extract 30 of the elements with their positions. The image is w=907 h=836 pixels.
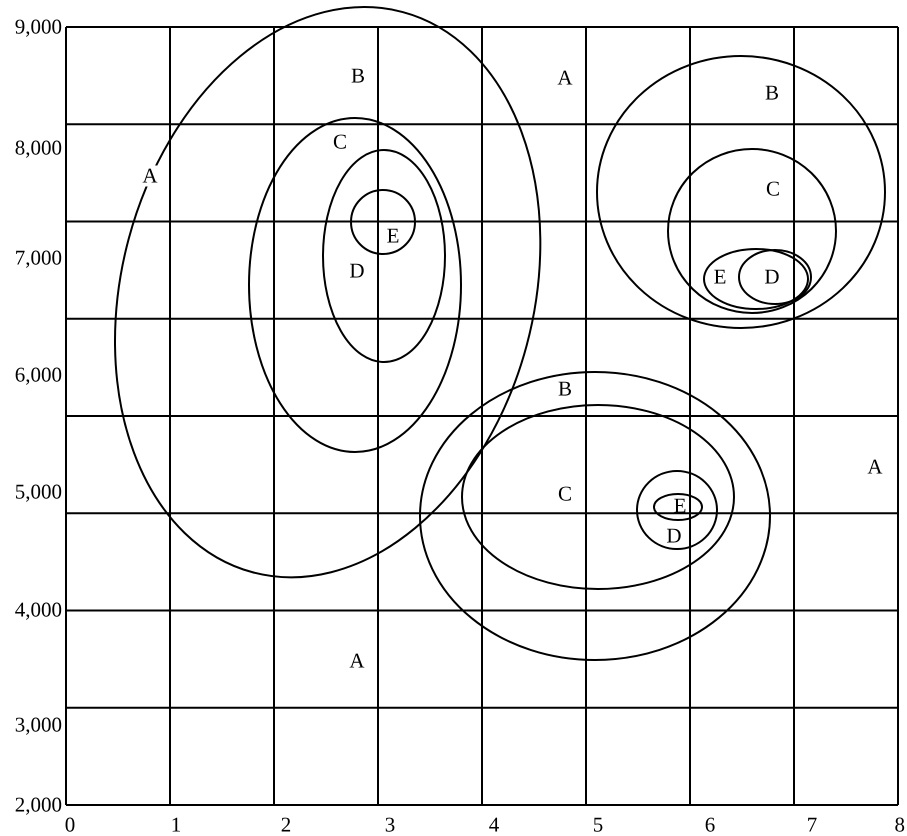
zone-label: C <box>558 484 572 504</box>
axis-tick-label: 2,000 <box>14 794 62 816</box>
zone-label: E <box>674 496 686 516</box>
zone-label: C <box>766 178 780 200</box>
axis-tick-label: 6 <box>704 814 716 836</box>
zone-label: B <box>765 82 779 104</box>
axis-tick-label: 8 <box>894 814 905 836</box>
zone-label: C <box>332 131 347 152</box>
axis-tick-label: 0 <box>64 814 76 836</box>
axis-tick-label: 6,000 <box>14 364 62 386</box>
axis-tick-label: 4 <box>488 814 500 836</box>
zone-label: D <box>764 266 780 288</box>
axis-tick-label: 4,000 <box>14 600 62 620</box>
axis-tick-label: 3 <box>384 814 396 836</box>
axis-tick-label: 2 <box>280 814 292 836</box>
axis-tick-label: 8,000 <box>14 138 62 158</box>
axis-tick-label: 5,000 <box>14 482 62 502</box>
axis-tick-label: 3,000 <box>14 714 62 736</box>
zone-label: B <box>350 65 365 86</box>
axis-tick-label: 7,000 <box>14 248 62 268</box>
axis-tick-label: 1 <box>170 814 182 836</box>
zone-label: E <box>386 225 400 246</box>
zone-label: B <box>558 378 572 400</box>
zone-label: D <box>349 260 365 282</box>
axis-tick-label: 7 <box>806 814 818 836</box>
axis-tick-label: 5 <box>592 814 604 836</box>
axis-tick-label: 9,000 <box>14 16 62 38</box>
zone-label: D <box>666 526 682 546</box>
zone-label: A <box>141 166 159 186</box>
zone-label: E <box>714 266 726 288</box>
